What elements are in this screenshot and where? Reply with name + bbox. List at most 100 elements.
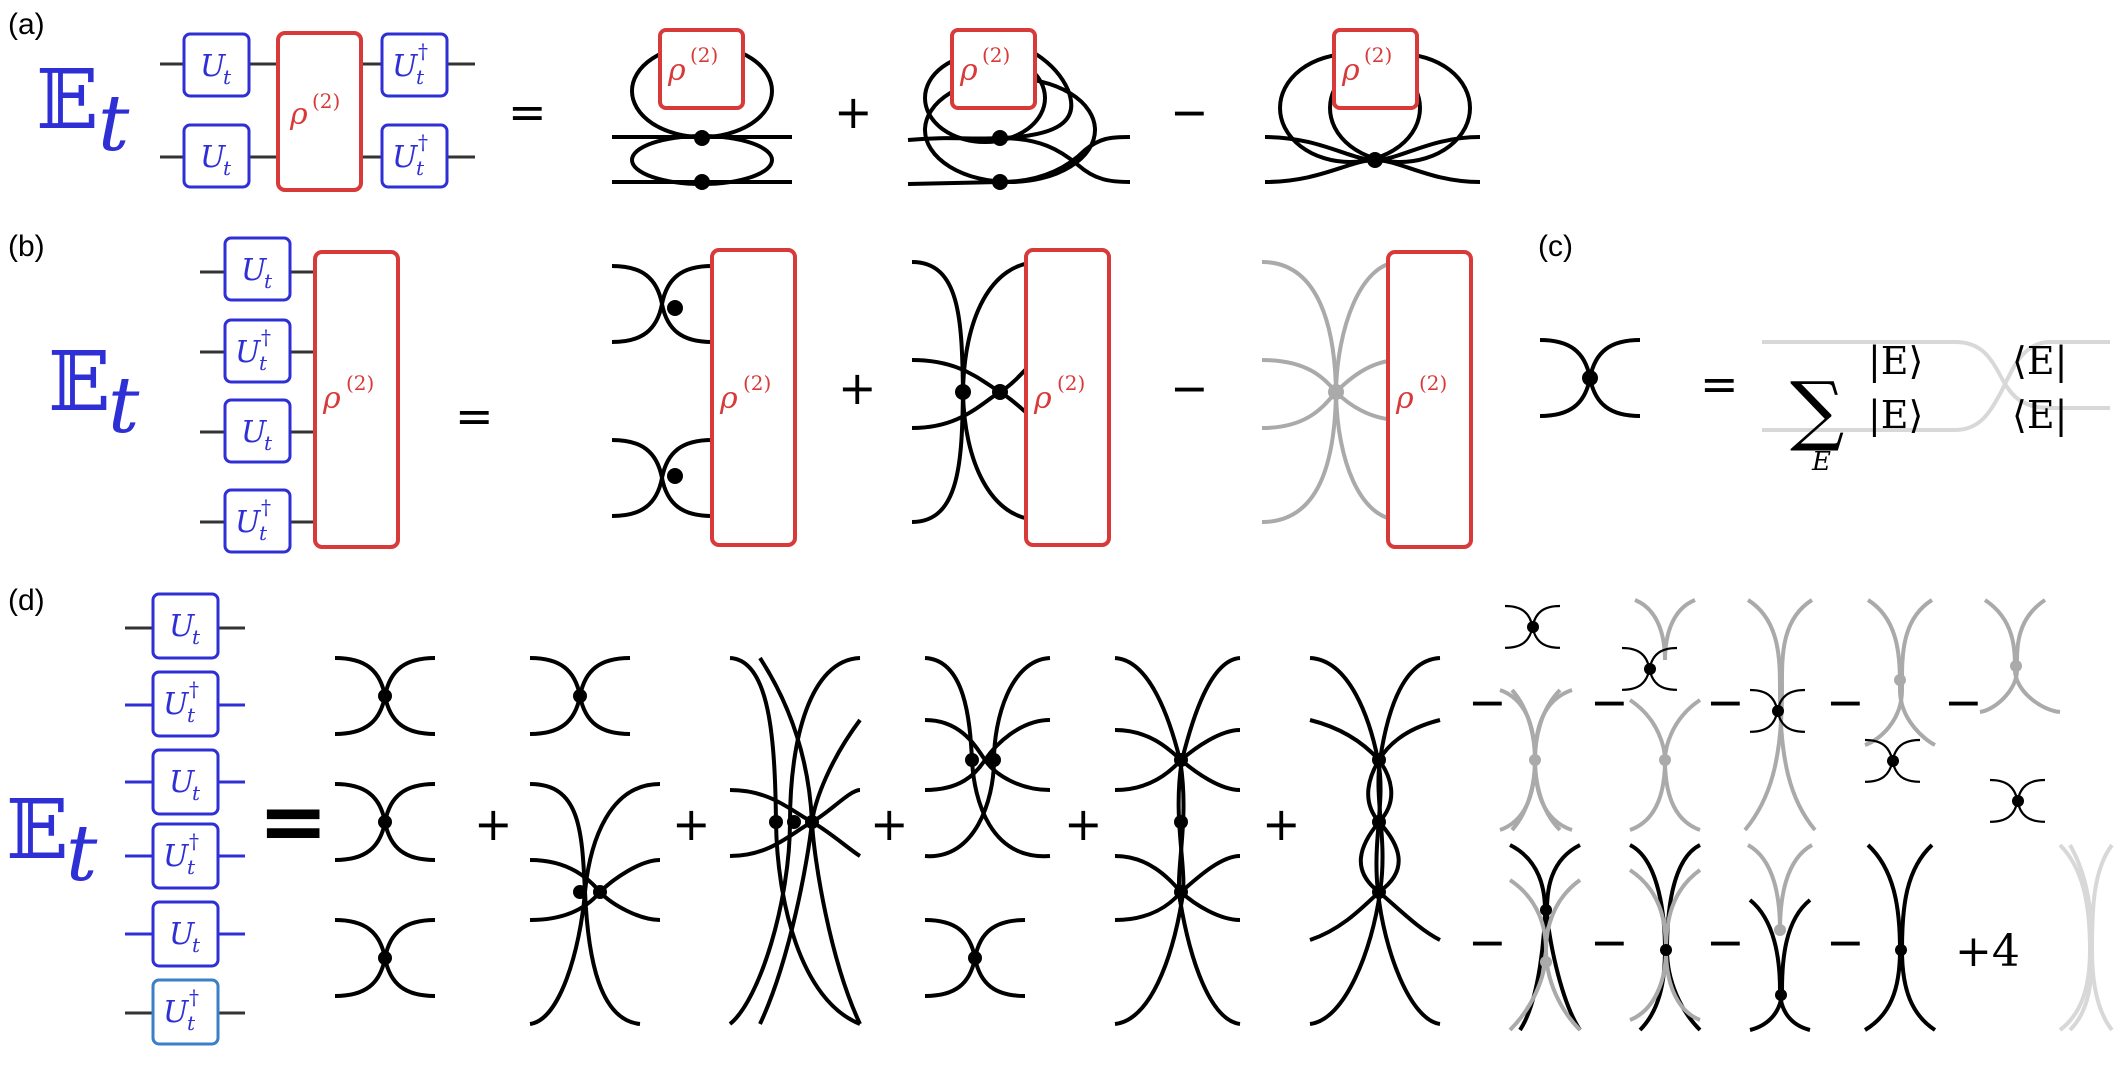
- expectation-t: t: [108, 361, 140, 451]
- gate-U-label: U: [241, 415, 268, 450]
- gate-U: [151, 748, 220, 816]
- gate-U-dagger: [380, 32, 449, 98]
- minus-sign: −: [1826, 675, 1865, 729]
- minus-sign: −: [1706, 915, 1745, 969]
- gate-dagger: †: [418, 39, 428, 63]
- rho-sup: (2): [690, 43, 718, 67]
- gate-U: [223, 398, 292, 464]
- panel-c: (c) = ∑ E |E⟩ |E⟩ ⟨E| ⟨E|: [1538, 230, 2110, 477]
- gate-U-label: U: [169, 609, 196, 644]
- gate-U-dagger: [151, 822, 220, 890]
- gate-U-label: U: [200, 49, 227, 84]
- gate-U-label: U: [392, 140, 419, 175]
- gate-U: [223, 236, 292, 302]
- density-box: [658, 28, 745, 110]
- term-b3: ρ (2): [1261, 250, 1473, 549]
- sum-symbol: ∑: [1790, 365, 1844, 454]
- equals-sign: =: [258, 772, 328, 870]
- panel-label-d: (d): [8, 584, 45, 617]
- plus-sign: +: [1262, 797, 1301, 851]
- minus-sign: −: [1706, 675, 1745, 729]
- gate-U-label: U: [163, 995, 190, 1030]
- rho-sup: (2): [1419, 371, 1447, 395]
- circuit-b: ρ (2) U t U † t U t U † t: [200, 236, 400, 554]
- rho-sup: (2): [982, 43, 1010, 67]
- minus-sign: −: [1944, 675, 1983, 729]
- term-a2: ρ (2): [907, 28, 1131, 190]
- rho-sup: (2): [346, 371, 374, 395]
- term-d1: [333, 656, 437, 998]
- plus-sign: +: [834, 85, 873, 139]
- panel-b: (b) 𝔼 t ρ (2) U t U † t U t U †: [8, 230, 1473, 554]
- rho-label: ρ: [1033, 381, 1052, 416]
- gate-U-dagger: [223, 488, 292, 554]
- term-a3: ρ (2): [1264, 28, 1481, 184]
- minus-sign: −: [1590, 915, 1629, 969]
- rho-label: ρ: [1395, 381, 1414, 416]
- minus-sign: −: [1170, 85, 1209, 139]
- basis-expansion: ∑ E |E⟩ |E⟩ ⟨E| ⟨E|: [1762, 339, 2110, 477]
- term-d5: [1114, 656, 1241, 1026]
- term-d6: [1309, 656, 1441, 1026]
- rho-sup: (2): [1057, 371, 1085, 395]
- circuit-a: ρ (2) U t U t U † t U † t: [160, 31, 475, 192]
- subtracted-terms-row2: − − − − +4: [1468, 843, 2114, 1032]
- gate-dagger: †: [189, 985, 199, 1009]
- gate-U-sub: t: [264, 269, 273, 293]
- bra-bottom: ⟨E|: [2012, 393, 2067, 437]
- circuit-d: U t U † t U t U † t U t U † t: [125, 592, 245, 1046]
- subtracted-terms-row1: − − − −: [1468, 598, 2061, 832]
- gate-U-dagger: [151, 978, 220, 1046]
- plus-sign: +: [838, 361, 877, 415]
- expectation-t: t: [66, 809, 98, 899]
- ket-top: |E⟩: [1868, 339, 1923, 383]
- gate-U-sub: t: [259, 351, 268, 375]
- term-b1: ρ (2): [610, 248, 797, 547]
- rho-sup: (2): [312, 89, 340, 113]
- panel-label-c: (c): [1538, 230, 1573, 263]
- gate-U-dagger: [380, 123, 449, 189]
- density-box: [710, 248, 797, 547]
- contraction-symbol: [1538, 338, 1642, 418]
- gate-dagger: †: [418, 130, 428, 154]
- gate-U: [182, 32, 251, 98]
- plus-sign: +: [1064, 797, 1103, 851]
- rho-label: ρ: [959, 53, 978, 88]
- gate-U: [182, 123, 251, 189]
- panel-label-a: (a): [8, 8, 45, 41]
- rho-label: ρ: [322, 381, 341, 416]
- gate-U-sub: t: [259, 521, 268, 545]
- panel-d: (d) 𝔼 t U t U † t U t U † t: [6, 584, 2114, 1046]
- panel-a: (a) 𝔼 t ρ (2) U t U t U † t U † t =: [8, 8, 1481, 192]
- coefficient-plus-four: +4: [1955, 926, 2020, 977]
- plus-sign: +: [870, 797, 909, 851]
- rho-label: ρ: [719, 381, 738, 416]
- gate-U-sub: t: [187, 1011, 196, 1035]
- minus-sign: −: [1590, 675, 1629, 729]
- gate-dagger: †: [189, 677, 199, 701]
- gate-U-sub: t: [187, 703, 196, 727]
- gate-dagger: †: [261, 325, 271, 349]
- gate-U-sub: t: [192, 781, 201, 805]
- rho-sup: (2): [743, 371, 771, 395]
- rho-label: ρ: [289, 97, 308, 132]
- expectation-t: t: [98, 79, 130, 169]
- term-a1: ρ (2): [612, 28, 792, 190]
- gate-U-sub: t: [264, 431, 273, 455]
- plus-sign: +: [474, 797, 513, 851]
- gate-dagger: †: [189, 829, 199, 853]
- density-box-a: [276, 31, 363, 192]
- gate-U-label: U: [169, 917, 196, 952]
- gate-U-sub: t: [223, 156, 232, 180]
- equals-sign: =: [508, 85, 547, 139]
- sum-index: E: [1811, 447, 1831, 477]
- term-d3: [728, 656, 862, 1026]
- expectation-symbol-a: 𝔼 t: [36, 53, 130, 169]
- expectation-E: 𝔼: [36, 53, 99, 148]
- expectation-symbol-d: 𝔼 t: [6, 783, 98, 899]
- minus-sign: −: [1826, 915, 1865, 969]
- term-d2: [528, 656, 661, 1026]
- bra-top: ⟨E|: [2012, 339, 2067, 383]
- gate-U-sub: t: [187, 855, 196, 879]
